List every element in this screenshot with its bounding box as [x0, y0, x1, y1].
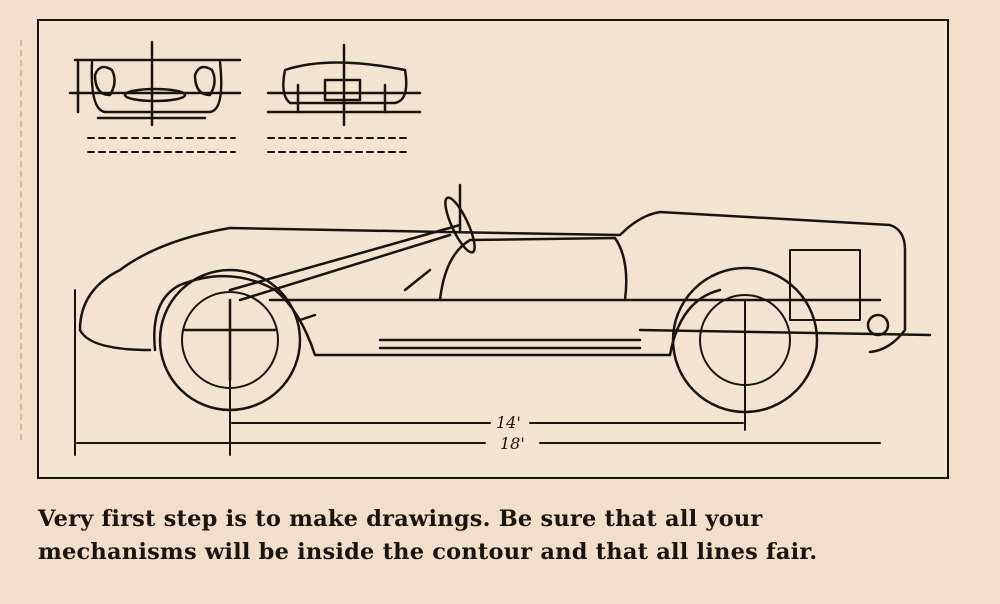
page-edge: [20, 40, 24, 440]
sketch-notes: [87, 137, 411, 153]
wheelbase-label: 14': [496, 413, 521, 432]
car-side-view: [78, 183, 932, 414]
caption-line-2: mechanisms will be inside the contour an…: [38, 539, 818, 565]
caption: Very first step is to make drawings. Be …: [38, 503, 963, 569]
dimension-lines: [74, 289, 881, 456]
front-view-sketch: [68, 40, 242, 127]
rear-view-sketch: [266, 43, 422, 127]
overall-length-label: 18': [500, 434, 525, 453]
caption-line-1: Very first step is to make drawings. Be …: [38, 506, 763, 532]
